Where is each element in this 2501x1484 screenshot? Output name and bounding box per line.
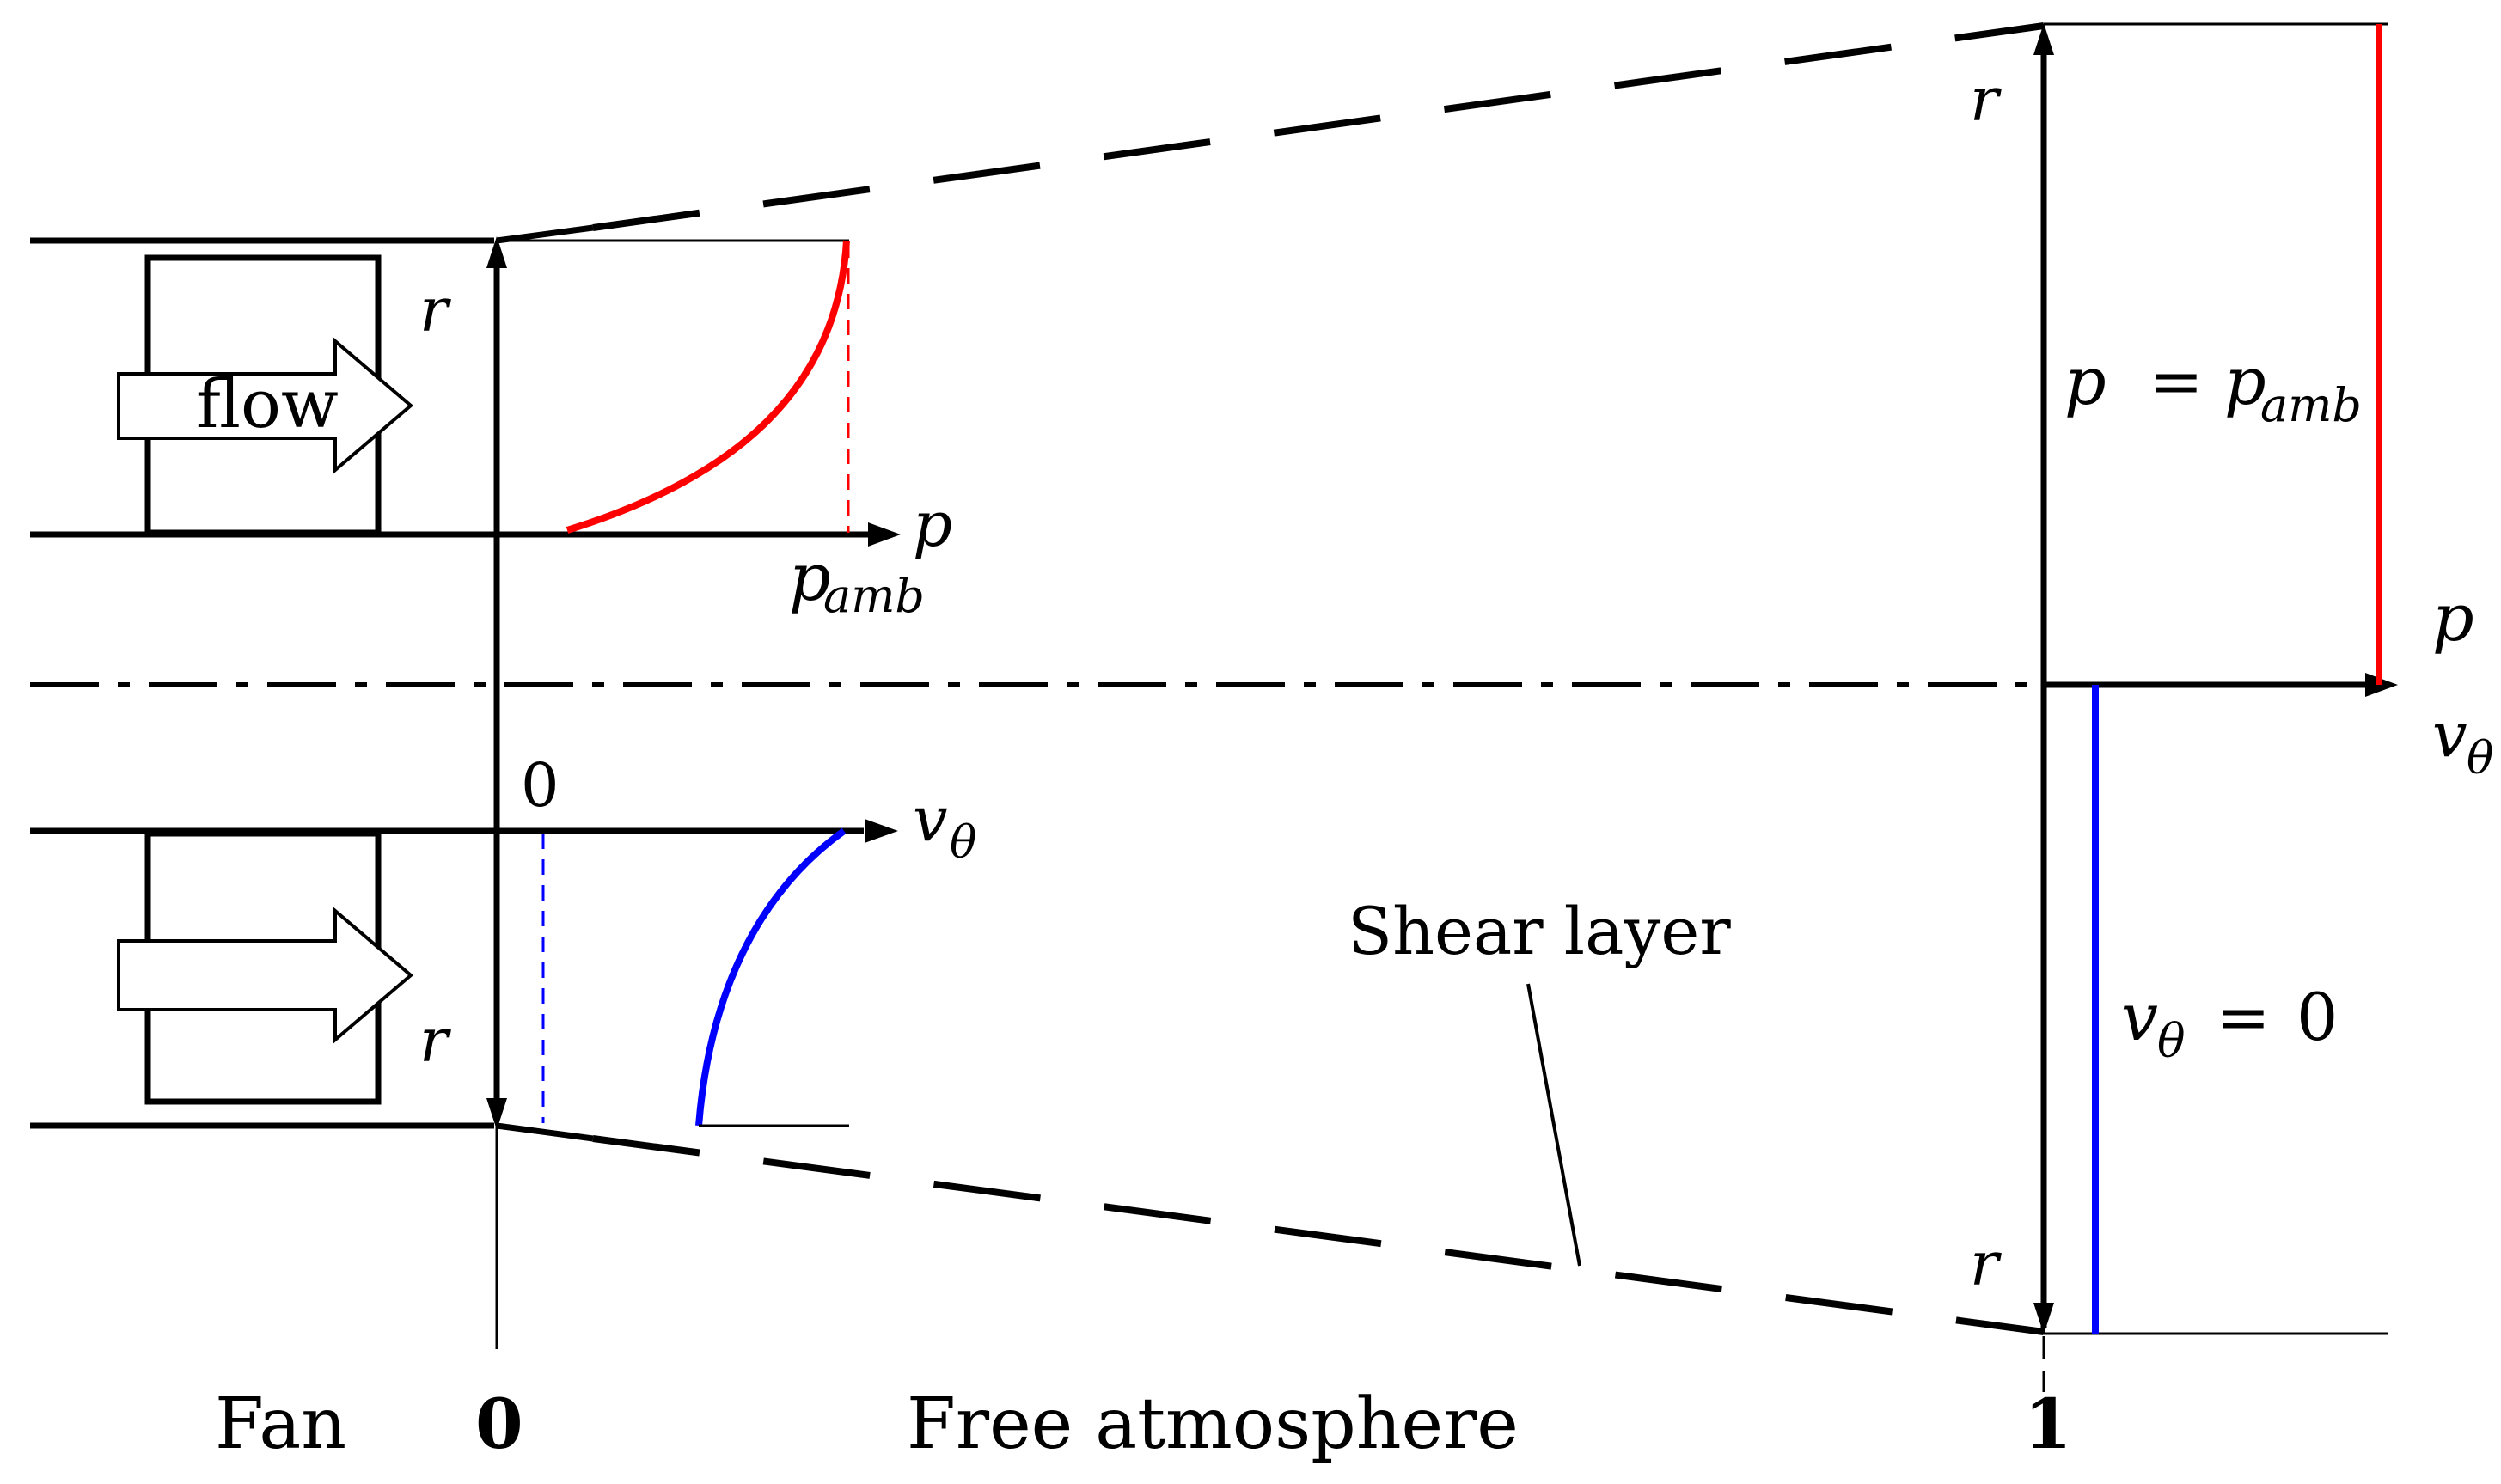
p-equals-p-amb-subscript: amb [2260,378,2362,432]
jet-boundary-lower-solid [496,1122,594,1142]
free-atmosphere-label: Free atmosphere [907,1383,1519,1465]
p-equals-p-amb-rhs: p [2224,343,2266,419]
p-amb-label: p [789,539,831,615]
p-axis-label: p [913,488,952,560]
jet-boundary-upper [592,22,2045,231]
pressure-profile-curve [566,240,850,534]
v-theta-axis-arrowhead [865,819,898,843]
v-equals-zero-v: v [2121,979,2158,1055]
station0-arrow-down [486,1098,507,1130]
station1-label: 1 [2024,1383,2072,1464]
v-theta-zero-label: 0 [521,750,560,821]
v-theta-axis-subscript: θ [950,817,976,869]
station1-p-axis-label: p [2432,579,2474,656]
r-label-lower-left: r [419,1005,451,1076]
r-label-upper-right: r [1970,64,2002,135]
shear-layer-label: Shear layer [1348,893,1731,969]
p-axis-arrowhead [868,522,901,547]
r-label-upper-left: r [419,275,451,345]
shear-layer-leader-line [1526,983,1581,1267]
station0-label: 0 [475,1383,523,1464]
v-theta-axis-label: v [913,783,948,855]
station1-v-theta-label: v [2432,699,2467,771]
r-label-lower-right: r [1970,1229,2002,1299]
station1-arrow-down [2033,1303,2054,1334]
station1-arrow-up [2033,23,2054,55]
v-equals-zero-subscript: θ [2157,1014,2186,1068]
p-equals-sign: = [2149,343,2204,419]
swirl-profile-curve [695,827,847,1127]
station1-v-theta-subscript: θ [2467,733,2493,785]
jet-boundary-lower [592,1135,2045,1335]
station0-arrow-up [486,236,507,268]
v-equals-zero-value: 0 [2296,979,2338,1055]
jet-boundary-upper-solid [496,224,594,244]
flow-arrow-lower [117,907,414,1044]
v-equals-zero-sign: = [2216,979,2271,1055]
flow-label: flow [196,366,339,443]
fan-label: Fan [215,1383,346,1465]
flow-arrow-upper [117,337,414,474]
p-amb-subscript: amb [823,569,925,623]
p-equals-p-amb-p: p [2064,343,2107,419]
